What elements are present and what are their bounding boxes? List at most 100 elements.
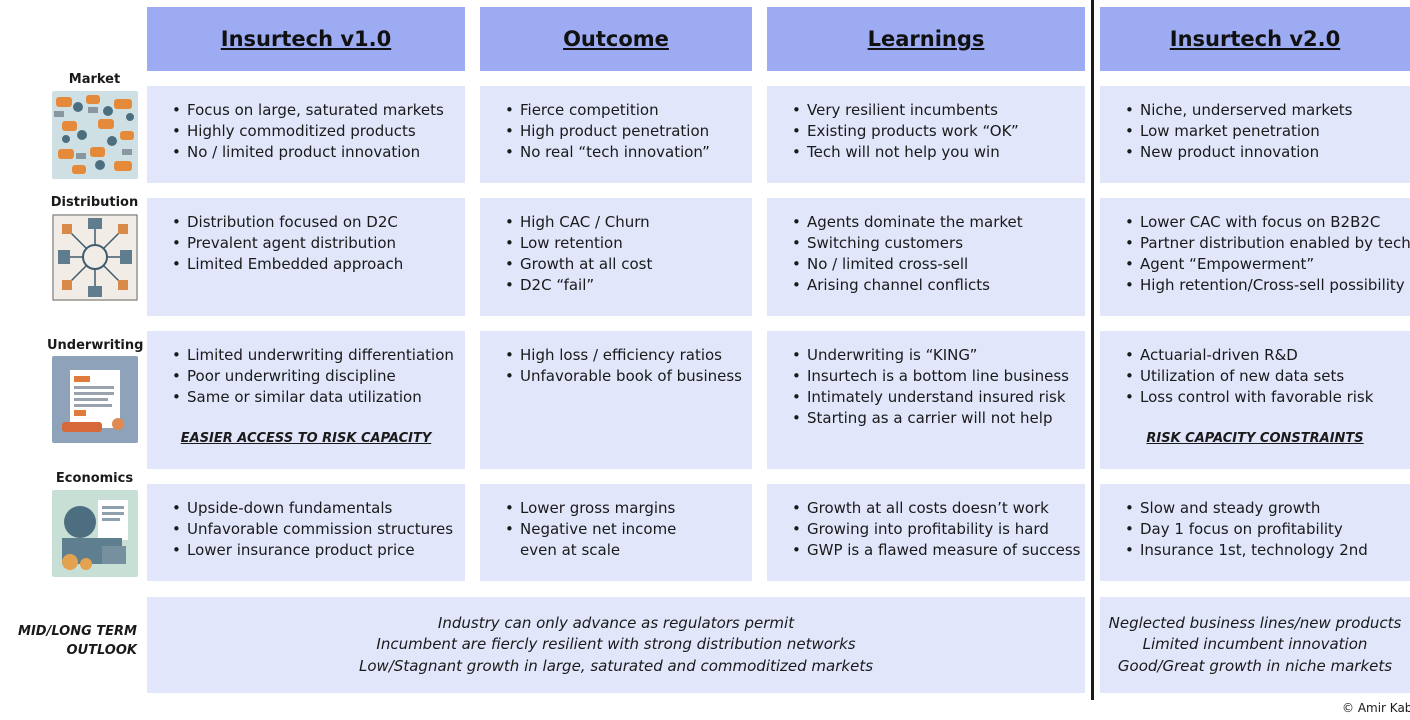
list-item: Limited underwriting differentiation [172,345,454,366]
outlook-v2-line: Limited incumbent innovation [1142,635,1368,654]
list-item: Slow and steady growth [1125,498,1368,519]
copyright-text: © Amir Kab [1342,701,1410,715]
outlook-v2-line: Neglected business lines/new products [1108,613,1402,632]
list-item: High loss / efficiency ratios [505,345,742,366]
list-underwriting-v2: Actuarial-driven R&D Utilization of new … [1125,345,1373,408]
risk-capacity-note-v2: RISK CAPACITY CONSTRAINTS [1146,431,1364,446]
list-item: Focus on large, saturated markets [172,100,444,121]
list-distribution-learnings: Agents dominate the market Switching cus… [792,212,1023,296]
row-label-distribution: Distribution [50,195,139,210]
cell-underwriting-v1: Limited underwriting differentiation Poo… [147,331,465,469]
risk-capacity-note-v1: EASIER ACCESS TO RISK CAPACITY [180,431,432,446]
list-item: Agents dominate the market [792,212,1023,233]
header-outcome: Outcome [480,7,752,71]
cell-market-v2: Niche, underserved markets Low market pe… [1100,86,1410,183]
list-item: Unfavorable book of business [505,366,742,387]
list-economics-v1: Upside-down fundamentals Unfavorable com… [172,498,453,561]
list-item: Growing into profitability is hard [792,519,1081,540]
outlook-v2-line: Good/Great growth in niche markets [1117,656,1393,675]
cell-economics-v1: Upside-down fundamentals Unfavorable com… [147,484,465,581]
outlook-current-line: Low/Stagnant growth in large, saturated … [358,656,874,675]
header-insurtech-v1: Insurtech v1.0 [147,7,465,71]
list-item: Lower insurance product price [172,540,453,561]
list-item: No / limited cross-sell [792,254,1023,275]
row-label-economics: Economics [55,471,134,486]
list-item: Low retention [505,233,652,254]
list-item: Same or similar data utilization [172,387,454,408]
cell-distribution-v2: Lower CAC with focus on B2B2C Partner di… [1100,198,1410,316]
row-label-market: Market [68,72,121,87]
cell-underwriting-v2: Actuarial-driven R&D Utilization of new … [1100,331,1410,469]
list-item: Unfavorable commission structures [172,519,453,540]
header-insurtech-v2: Insurtech v2.0 [1100,7,1410,71]
row-label-underwriting: Underwriting [47,338,144,353]
cell-economics-learnings: Growth at all costs doesn’t work Growing… [767,484,1085,581]
outlook-label: MID/LONG TERM OUTLOOK [0,622,137,660]
list-item: Lower CAC with focus on B2B2C [1125,212,1410,233]
cell-market-v1: Focus on large, saturated markets Highly… [147,86,465,183]
list-item: Highly commoditized products [172,121,444,142]
list-underwriting-learnings: Underwriting is “KING” Insurtech is a bo… [792,345,1069,429]
header-learnings: Learnings [767,7,1085,71]
list-item: Negative net income [505,519,676,540]
list-item: Low market penetration [1125,121,1353,142]
list-item: Intimately understand insured risk [792,387,1069,408]
list-item: Growth at all costs doesn’t work [792,498,1081,519]
economics-illustration [52,490,138,577]
outlook-label-line2: OUTLOOK [66,643,137,658]
market-illustration [52,91,138,179]
list-item: Upside-down fundamentals [172,498,453,519]
cell-underwriting-learnings: Underwriting is “KING” Insurtech is a bo… [767,331,1085,469]
list-market-v2: Niche, underserved markets Low market pe… [1125,100,1353,163]
list-item: Prevalent agent distribution [172,233,403,254]
list-item: Utilization of new data sets [1125,366,1373,387]
list-item: Very resilient incumbents [792,100,1019,121]
header-insurtech-v1-label: Insurtech v1.0 [220,27,392,51]
list-distribution-outcome: High CAC / Churn Low retention Growth at… [505,212,652,296]
list-item: Fierce competition [505,100,710,121]
list-economics-learnings: Growth at all costs doesn’t work Growing… [792,498,1081,561]
list-item: Underwriting is “KING” [792,345,1069,366]
list-underwriting-v1: Limited underwriting differentiation Poo… [172,345,454,408]
list-item: High retention/Cross-sell possibility [1125,275,1410,296]
cell-underwriting-outcome: High loss / efficiency ratios Unfavorabl… [480,331,752,469]
cell-distribution-outcome: High CAC / Churn Low retention Growth at… [480,198,752,316]
cell-economics-outcome: Lower gross margins Negative net income … [480,484,752,581]
outlook-label-line1: MID/LONG TERM [18,624,137,639]
cell-economics-v2: Slow and steady growth Day 1 focus on pr… [1100,484,1410,581]
list-distribution-v2: Lower CAC with focus on B2B2C Partner di… [1125,212,1410,296]
outlook-v2: Neglected business lines/new products Li… [1100,597,1410,693]
outlook-current-line: Industry can only advance as regulators … [437,613,795,632]
list-market-v1: Focus on large, saturated markets Highly… [172,100,444,163]
cell-market-outcome: Fierce competition High product penetrat… [480,86,752,183]
list-item: D2C “fail” [505,275,652,296]
list-item: Actuarial-driven R&D [1125,345,1373,366]
header-outcome-label: Outcome [563,27,669,51]
cell-distribution-v1: Distribution focused on D2C Prevalent ag… [147,198,465,316]
distribution-illustration [52,214,138,301]
list-item: Existing products work “OK” [792,121,1019,142]
list-market-outcome: Fierce competition High product penetrat… [505,100,710,163]
list-item: High product penetration [505,121,710,142]
list-item: Growth at all cost [505,254,652,275]
list-item: Loss control with favorable risk [1125,387,1373,408]
list-economics-v2: Slow and steady growth Day 1 focus on pr… [1125,498,1368,561]
list-item: Arising channel conflicts [792,275,1023,296]
outlook-current-line: Incumbent are fiercly resilient with str… [376,635,856,654]
list-item: Agent “Empowerment” [1125,254,1410,275]
list-item: Tech will not help you win [792,142,1019,163]
list-distribution-v1: Distribution focused on D2C Prevalent ag… [172,212,403,275]
list-item: No real “tech innovation” [505,142,710,163]
list-item: Poor underwriting discipline [172,366,454,387]
list-item: GWP is a flawed measure of success [792,540,1081,561]
vertical-divider [1091,0,1094,700]
cell-market-learnings: Very resilient incumbents Existing produ… [767,86,1085,183]
list-item: Partner distribution enabled by tech [1125,233,1410,254]
list-item: Switching customers [792,233,1023,254]
list-item: Lower gross margins [505,498,676,519]
header-learnings-label: Learnings [867,27,985,51]
list-item: Limited Embedded approach [172,254,403,275]
list-economics-outcome: Lower gross margins Negative net income … [505,498,676,561]
list-item: High CAC / Churn [505,212,652,233]
underwriting-illustration [52,356,138,443]
